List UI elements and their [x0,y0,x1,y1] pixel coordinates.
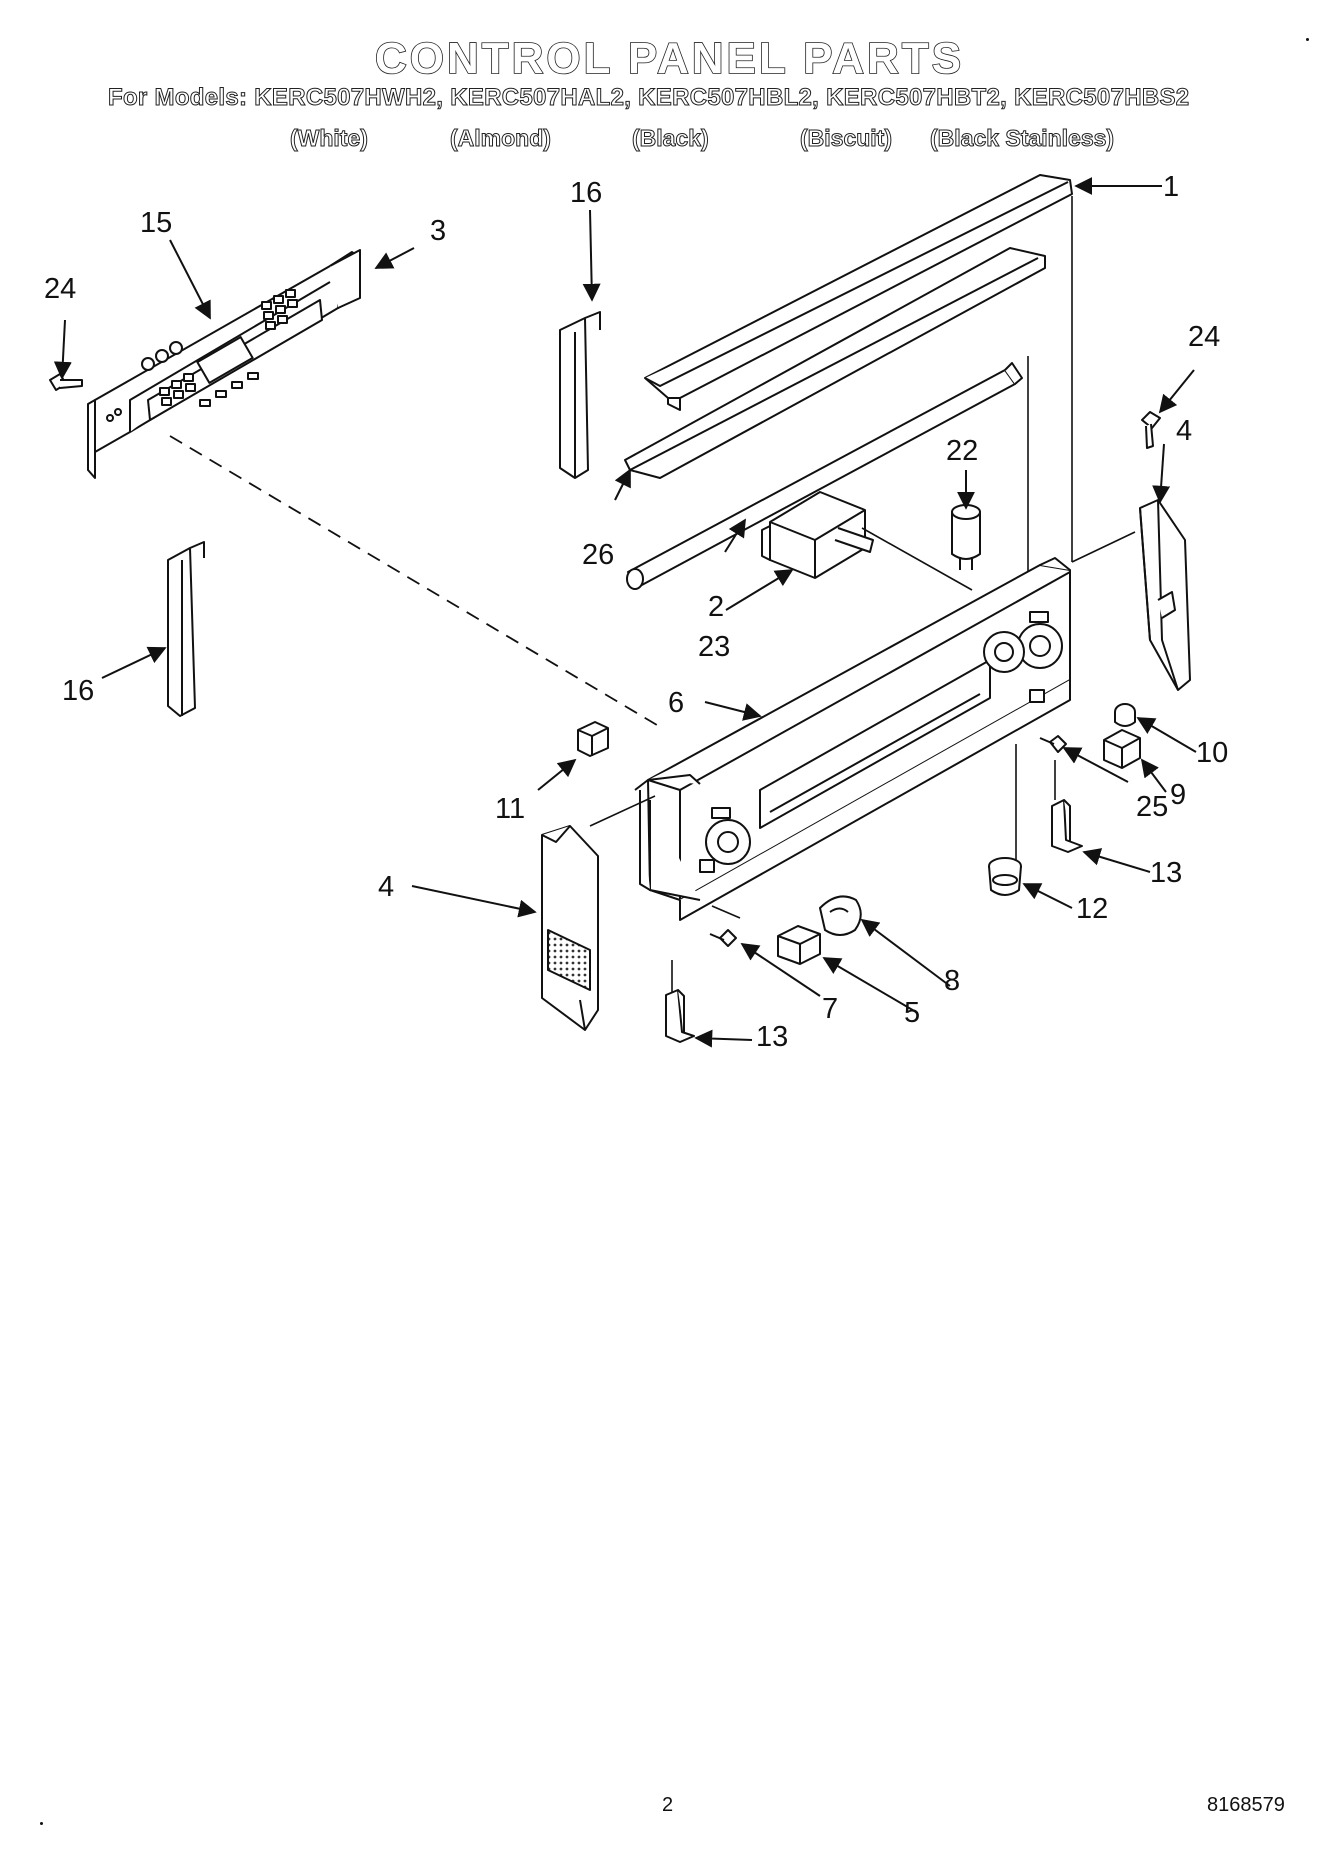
control-panel-part [634,557,1071,921]
clock-control-module-part [87,251,361,479]
color-label-black: (Black) [632,125,710,152]
callout-12: 12 [1076,893,1108,925]
ballast-part [761,491,874,579]
callout-7: 7 [822,993,838,1025]
callout-10: 10 [1196,737,1228,769]
callout-15: 15 [140,207,172,239]
fluorescent-lamp-part [626,362,1023,590]
color-label-almond: (Almond) [450,125,552,152]
color-row: (White) (Almond) (Black) (Biscuit) (Blac… [0,125,1339,155]
knob-part [819,895,862,936]
callout-4-right: 4 [1176,415,1192,447]
corner-mark-bottom [40,1822,43,1825]
end-cap-part-right [1139,499,1191,691]
callout-8: 8 [944,965,960,997]
callout-5: 5 [904,997,920,1029]
screw-part-7 [709,929,737,947]
channel-bracket-part-upper [559,311,601,479]
callout-2: 2 [708,591,724,623]
module-bracket-part [329,249,361,309]
screw-part-left [49,373,83,391]
screw-part-right [1141,411,1161,449]
page-number: 2 [662,1794,674,1816]
plug-part [1114,703,1136,727]
callout-16-upper: 16 [570,177,602,209]
top-trim-part [644,174,1073,411]
color-label-black-stainless: (Black Stainless) [929,125,1115,152]
channel-bracket-part-lower [167,541,205,717]
callout-11: 11 [495,793,525,825]
callout-4-left: 4 [378,871,394,903]
callout-25: 25 [1136,791,1168,823]
screw-part-25 [1039,735,1067,753]
dashed-alignment-line [169,435,663,729]
guide-lines [589,196,1136,992]
leg-bracket-part-lower [665,989,695,1043]
callout-22: 22 [946,435,978,467]
document-number: 8168579 [1207,1794,1285,1816]
callout-labels: 1 2 3 4 4 5 6 7 8 9 10 11 12 13 13 15 16… [44,171,1228,1053]
callout-13-lower: 13 [756,1021,788,1053]
page-title: CONTROL PANEL PARTS [374,33,965,84]
grommet-part [988,857,1022,896]
callout-26: 26 [582,539,614,571]
callout-13-right: 13 [1150,857,1182,889]
callout-24-right: 24 [1188,321,1220,353]
end-cap-part-left [541,825,599,1031]
switch-part-lower [777,925,821,965]
switch-part-right [1103,729,1141,769]
callout-16-lower: 16 [62,675,94,707]
corner-mark-top [1306,38,1309,41]
callout-6: 6 [668,687,684,719]
callout-23: 23 [698,631,730,663]
color-label-white: (White) [290,125,369,152]
callout-9: 9 [1170,779,1186,811]
leader-arrows [53,177,1197,1048]
callout-1: 1 [1163,171,1179,203]
clip-part [577,721,609,757]
callout-3: 3 [430,215,446,247]
capacitor-part [951,504,981,570]
models-line: For Models: KERC507HWH2, KERC507HAL2, KE… [107,84,1190,112]
callout-24-left: 24 [44,273,76,305]
color-label-biscuit: (Biscuit) [800,125,893,152]
leg-bracket-part-right [1051,799,1083,853]
